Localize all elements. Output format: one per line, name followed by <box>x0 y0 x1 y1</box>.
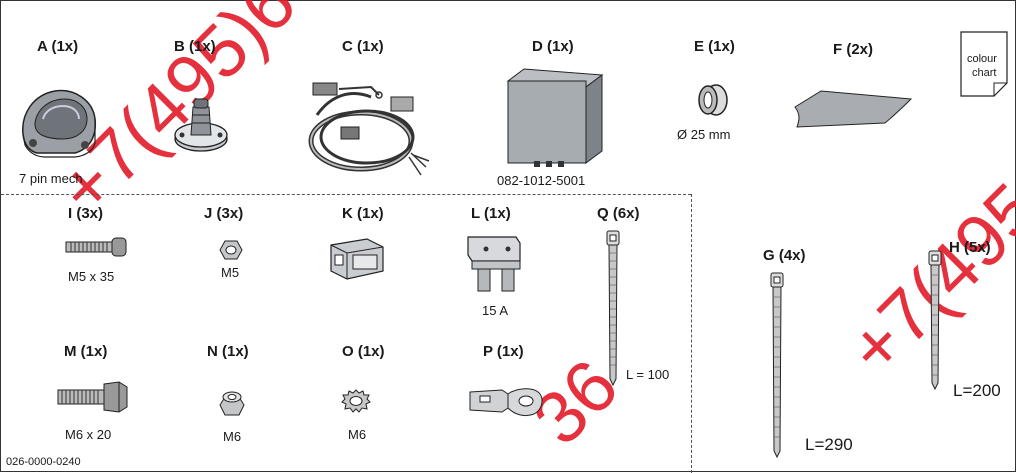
nut-icon <box>219 240 243 260</box>
part-f-label: F (2x) <box>833 41 874 58</box>
part-j-caption: M5 <box>221 265 240 280</box>
part-j-label: J (3x) <box>204 205 244 222</box>
cable-tie-h-icon <box>928 250 942 391</box>
module-box-icon <box>506 68 604 167</box>
part-o-caption: M6 <box>348 427 367 442</box>
cable-tie-q-icon <box>606 230 620 387</box>
part-i-label: I (3x) <box>68 205 104 222</box>
part-c-label: C (1x) <box>342 38 384 55</box>
cable-tie-g-icon <box>770 272 784 459</box>
nut-n-icon <box>219 391 245 416</box>
bolt-icon <box>65 237 127 257</box>
colour-chart-line1: colour <box>967 53 997 65</box>
fuse-icon <box>467 236 521 292</box>
watermark-phone-text-right: +7(495 <box>831 167 1016 391</box>
part-e-label: E (1x) <box>694 38 735 55</box>
part-n-label: N (1x) <box>207 343 249 360</box>
part-h-label: H (5x) <box>949 239 991 256</box>
part-q-caption: L = 100 <box>626 367 670 382</box>
lock-washer-icon <box>341 389 371 413</box>
part-i-caption: M5 x 35 <box>68 269 115 284</box>
connector-icon <box>330 238 384 280</box>
part-o-label: O (1x) <box>342 343 385 360</box>
part-g-caption: L=290 <box>805 435 853 454</box>
socket-icon <box>22 89 97 158</box>
document-reference: 026-0000-0240 <box>6 456 81 468</box>
part-e-caption: Ø 25 mm <box>677 127 731 142</box>
part-l-label: L (1x) <box>471 205 511 222</box>
part-p-label: P (1x) <box>483 343 524 360</box>
part-q-label: Q (6x) <box>597 205 640 222</box>
part-m-caption: M6 x 20 <box>65 427 112 442</box>
ring-terminal-icon <box>469 388 543 417</box>
part-a-caption: 7 pin mech <box>19 171 83 186</box>
bolt-m-icon <box>57 381 128 413</box>
dashed-divider-horizontal <box>1 194 691 195</box>
part-d-label: D (1x) <box>532 38 574 55</box>
grommet-base-icon <box>174 98 228 152</box>
part-m-label: M (1x) <box>64 343 108 360</box>
part-h-caption: L=200 <box>953 381 1001 400</box>
part-g-label: G (4x) <box>763 247 806 264</box>
part-l-caption: 15 A <box>482 303 509 318</box>
part-k-label: K (1x) <box>342 205 384 222</box>
document-icon <box>960 31 1008 97</box>
colour-chart-line2: chart <box>972 67 997 79</box>
adhesive-sheet-icon <box>794 90 913 128</box>
part-a-label: A (1x) <box>37 38 79 55</box>
dashed-divider-vertical <box>691 194 692 473</box>
part-n-caption: M6 <box>223 429 242 444</box>
wiring-harness-icon <box>308 82 430 176</box>
part-d-caption: 082-1012-5001 <box>497 173 586 188</box>
rubber-grommet-icon <box>698 84 728 116</box>
part-b-label: B (1x) <box>174 38 216 55</box>
